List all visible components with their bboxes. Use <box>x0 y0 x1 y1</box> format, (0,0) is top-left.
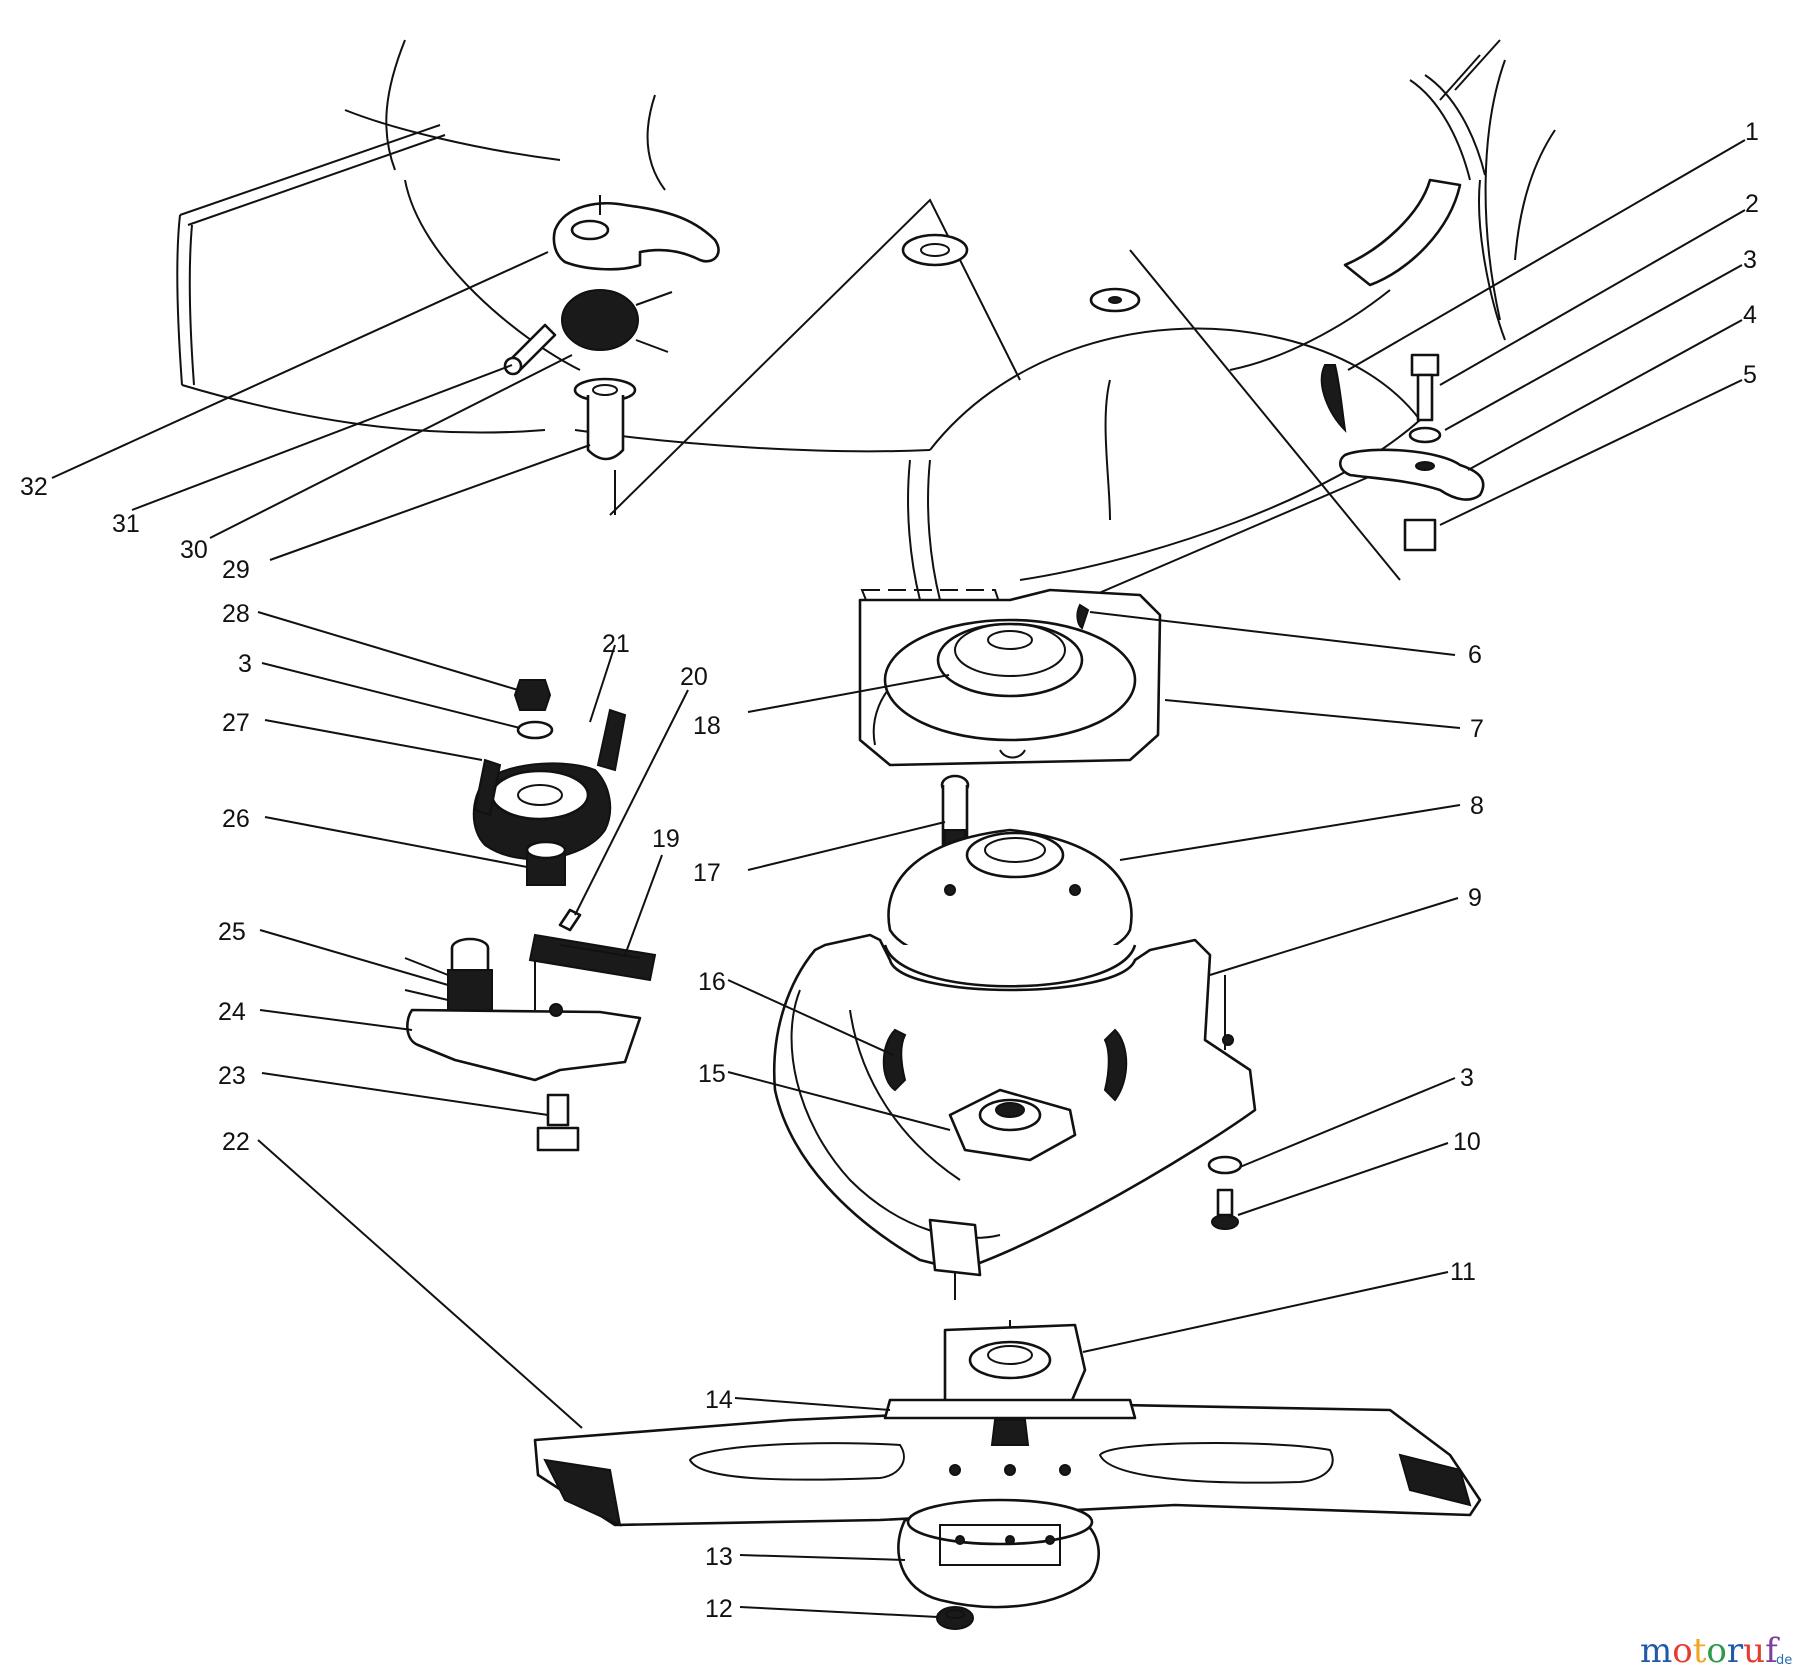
callout-15: 15 <box>698 1060 726 1088</box>
watermark-logo: motoruf <box>1640 1631 1780 1671</box>
callout-20: 20 <box>680 663 708 691</box>
lever-bolt <box>1410 353 1440 422</box>
callout-31: 31 <box>112 510 140 538</box>
callout-3-top: 3 <box>1743 246 1757 274</box>
blade-adapter-11 <box>943 1323 1087 1412</box>
adjust-lever-plate <box>1339 448 1485 501</box>
callout-27: 27 <box>222 709 250 737</box>
torsion-spring <box>561 289 673 353</box>
watermark-letter: o <box>1672 1631 1692 1671</box>
callout-11: 11 <box>1450 1258 1476 1286</box>
callout-30: 30 <box>180 536 208 564</box>
watermark-letter: f <box>1765 1631 1780 1671</box>
motor-8 <box>883 828 1137 988</box>
callout-14: 14 <box>705 1386 733 1414</box>
blade-stiffener-14 <box>883 1398 1137 1446</box>
watermark-letter: o <box>1706 1631 1726 1671</box>
callout-26: 26 <box>222 805 250 833</box>
bushing-26 <box>525 840 567 886</box>
callout-18: 18 <box>693 712 721 740</box>
spacer-bushing <box>1403 518 1437 552</box>
callout-22: 22 <box>222 1128 250 1156</box>
callout-6: 6 <box>1468 641 1482 669</box>
callout-32: 32 <box>20 473 48 501</box>
leader-lines <box>51 139 1746 1618</box>
callout-16: 16 <box>698 968 726 996</box>
lever-washer <box>1408 426 1442 444</box>
housing-washers <box>901 233 1141 313</box>
callout-21: 21 <box>602 630 630 658</box>
callout-7: 7 <box>1470 715 1484 743</box>
callout-13: 13 <box>705 1543 733 1571</box>
callout-23: 23 <box>218 1062 246 1090</box>
callout-2: 2 <box>1745 190 1759 218</box>
callout-28: 28 <box>222 600 250 628</box>
callout-1: 1 <box>1745 118 1759 146</box>
height-adjust-lever <box>552 195 720 271</box>
callout-5: 5 <box>1743 361 1757 389</box>
callout-10: 10 <box>1453 1128 1481 1156</box>
idler-arm-24 <box>406 1003 642 1082</box>
callout-labels: 1 2 3 4 5 6 7 8 9 3 10 11 32 31 30 29 28… <box>20 118 1759 1623</box>
watermark-letter: m <box>1640 1631 1672 1671</box>
callout-3-left: 3 <box>238 650 252 678</box>
deck-rubber-16 <box>882 1028 1128 1102</box>
bolt-23 <box>536 1093 580 1152</box>
idler-pulley-27 <box>472 708 627 861</box>
callout-12: 12 <box>705 1595 733 1623</box>
pulley-18 <box>883 618 1137 742</box>
slot-opening-6 <box>1076 603 1090 630</box>
callout-19: 19 <box>652 825 680 853</box>
watermark-letter: r <box>1727 1631 1744 1671</box>
washer-3-left <box>516 720 554 740</box>
deck-washer-3 <box>1207 1155 1243 1175</box>
callout-29: 29 <box>222 556 250 584</box>
callout-24: 24 <box>218 998 246 1026</box>
callout-17: 17 <box>693 859 721 887</box>
callout-25: 25 <box>218 918 246 946</box>
blade-nut-12 <box>936 1606 974 1630</box>
deck-bolt-10 <box>1211 1188 1239 1230</box>
nut-28 <box>513 679 552 711</box>
motoruf-watermark: motoruf de <box>1640 1631 1792 1671</box>
belt-guard-19 <box>528 933 657 982</box>
blade-cup-13 <box>897 1498 1100 1609</box>
callout-8: 8 <box>1470 792 1484 820</box>
pivot-bushing <box>573 377 637 461</box>
pivot-bolt <box>503 323 557 376</box>
callout-3-deck: 3 <box>1460 1064 1474 1092</box>
callout-4: 4 <box>1743 301 1757 329</box>
watermark-letter: t <box>1693 1631 1707 1671</box>
watermark-tld: de <box>1776 1653 1792 1668</box>
mower-housing-outline <box>176 39 1556 612</box>
callout-9: 9 <box>1468 884 1482 912</box>
cotter-pin <box>1320 364 1347 433</box>
watermark-letter: u <box>1743 1631 1765 1671</box>
flange-bearing-15 <box>948 1088 1077 1162</box>
